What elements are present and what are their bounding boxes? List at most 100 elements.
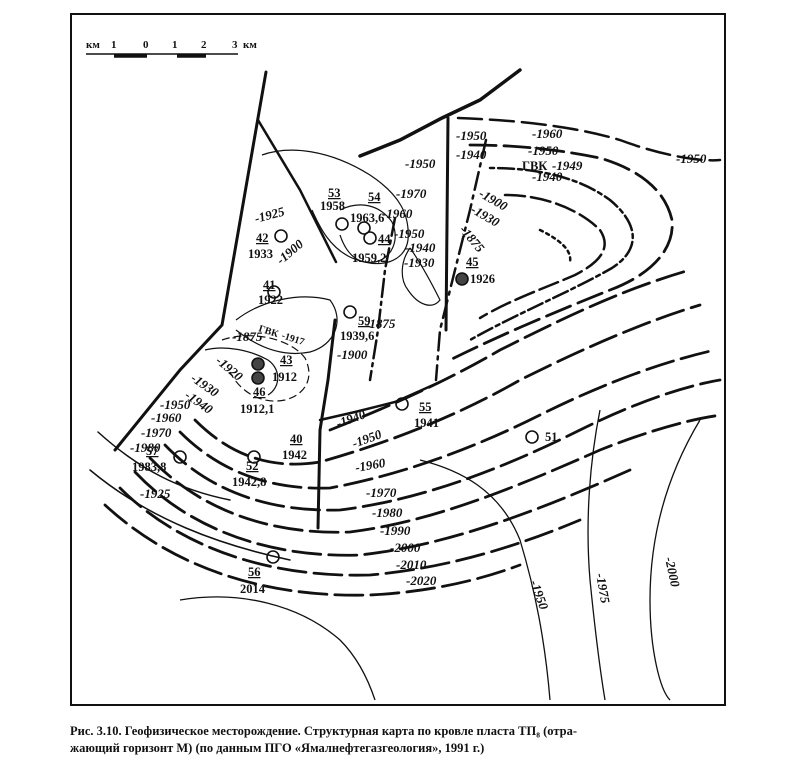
well-41-marker[interactable] <box>267 285 281 299</box>
well-41-number: 41 <box>263 278 276 292</box>
label-1930-c: -1930 <box>404 255 435 270</box>
gvk-labels: ГВК -1949 ГВК -1917 <box>257 158 583 348</box>
label-1975-se: -1975 <box>593 572 613 605</box>
label-1950-n: -1950 <box>405 156 436 171</box>
well-52-number: 52 <box>246 459 259 473</box>
well-41-depth: 1922 <box>258 293 283 307</box>
contour-1940-ring <box>478 193 606 320</box>
label-2020-s: -2020 <box>406 573 437 588</box>
well-45-depth: 1926 <box>470 272 495 286</box>
contour-1925-north <box>261 149 409 265</box>
well-55-number: 55 <box>419 400 432 414</box>
contour-2010-band <box>118 486 582 577</box>
contour-2000-se <box>649 419 701 701</box>
gvk-1949-value: -1949 <box>552 158 583 173</box>
well-53-number: 53 <box>328 186 341 200</box>
well-52-marker[interactable] <box>247 450 261 464</box>
label-1950-se: -1950 <box>527 578 552 612</box>
well-45-number: 45 <box>466 255 479 269</box>
fault-inner <box>368 216 397 382</box>
contour-2020-band <box>103 503 522 597</box>
well-53-depth: 1958 <box>320 199 345 213</box>
label-1960-s: -1960 <box>354 455 387 475</box>
contour-1950-se <box>419 459 551 701</box>
well-45-marker[interactable] <box>455 272 469 286</box>
label-1950-top: -1950 <box>456 128 487 143</box>
caption-line-1: Рис. 3.10. Геофизическое месторождение. … <box>70 724 578 738</box>
label-1980-s: -1980 <box>372 505 403 520</box>
fault-nw <box>256 118 338 264</box>
label-1925-sw: -1925 <box>140 486 171 501</box>
well-46-marker[interactable] <box>251 371 265 385</box>
scale-tick-3: 3 <box>232 39 238 51</box>
contours-south-east <box>179 409 701 701</box>
label-1875-c: -1875 <box>365 316 396 331</box>
label-1950-c: -1950 <box>394 226 425 241</box>
well-53-marker[interactable] <box>335 217 349 231</box>
contour-1960-ne <box>456 116 722 162</box>
well-51-marker[interactable] <box>525 430 539 444</box>
label-1900-c: -1900 <box>337 347 368 362</box>
label-1960-w: -1960 <box>151 410 182 425</box>
contour-south-bottom <box>179 596 376 701</box>
fault-northern <box>358 68 522 158</box>
label-1875-w: -1875 <box>232 329 263 344</box>
well-43-marker[interactable] <box>251 357 265 371</box>
fault-western-boundary <box>113 70 268 452</box>
well-52-depth: 1942,8 <box>232 475 266 489</box>
well-57-number: 57 <box>146 444 159 458</box>
contour-1917-gvk <box>221 335 310 402</box>
well-57-marker[interactable] <box>173 450 187 464</box>
contour-1980-band <box>163 378 722 512</box>
gvk-1949-label: ГВК <box>522 159 547 173</box>
contour-1950-ring <box>448 143 674 362</box>
well-55-depth: 1941 <box>414 416 439 430</box>
well-56-marker[interactable] <box>266 550 280 564</box>
well-59-marker[interactable] <box>343 305 357 319</box>
label-1875-n: -1875 <box>457 222 488 255</box>
well-44-marker[interactable] <box>363 231 377 245</box>
contours-outer <box>89 116 724 597</box>
fault-central <box>444 116 450 332</box>
well-56-number: 56 <box>248 565 261 579</box>
label-1940-top: -1940 <box>456 147 487 162</box>
scale-tick-0: 0 <box>143 39 149 51</box>
contour-1930-lobe <box>401 247 441 306</box>
well-42-marker[interactable] <box>274 229 288 243</box>
scale-tick-1: 1 <box>172 39 178 51</box>
contour-1950-band <box>328 268 692 432</box>
well-54-number: 54 <box>368 190 381 204</box>
well-54-marker[interactable] <box>357 221 371 235</box>
well-55-marker[interactable] <box>395 397 409 411</box>
faults <box>113 68 522 530</box>
well-43-number: 43 <box>280 353 293 367</box>
gvk-1917-value: -1917 <box>280 330 306 348</box>
contour-1990-band <box>148 413 724 534</box>
map-frame <box>70 13 726 706</box>
well-40-depth: 1942 <box>282 448 307 462</box>
label-1940-right: -1940 <box>532 169 563 184</box>
label-2010-s: -2010 <box>396 557 427 572</box>
contour-1975-se <box>587 409 606 701</box>
well-40-number: 40 <box>290 432 303 446</box>
label-1950-small: -1950 <box>528 143 559 158</box>
wells <box>173 217 539 564</box>
label-1960-c: -1960 <box>382 206 413 221</box>
figure-caption: Рис. 3.10. Геофизическое месторождение. … <box>70 723 770 757</box>
well-59-number: 59 <box>358 314 371 328</box>
well-42-depth: 1933 <box>248 247 273 261</box>
label-1970-n: -1970 <box>396 186 427 201</box>
contour-1949-gvk <box>468 166 634 342</box>
label-2000-s: -2000 <box>390 540 421 555</box>
scale-unit-left: км <box>86 39 100 51</box>
contour-1900-west <box>235 296 338 355</box>
contour-1970-band <box>178 348 717 490</box>
contour-1930-ring <box>538 228 572 264</box>
caption-line-2: жающий горизонт М) (по данным ПГО «Ямалн… <box>70 741 485 755</box>
scale-tick-2: 2 <box>201 39 207 51</box>
label-1970-w: -1970 <box>141 425 172 440</box>
label-1970-s: -1970 <box>366 485 397 500</box>
well-56-depth: 2014 <box>240 582 266 596</box>
label-1960-ne: -1960 <box>532 126 563 141</box>
